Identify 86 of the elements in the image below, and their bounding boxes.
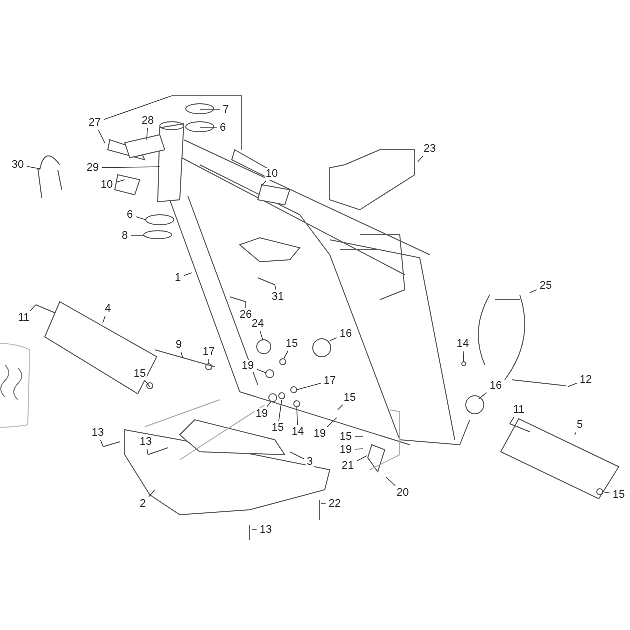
leader-line bbox=[208, 358, 210, 364]
callout-number: 15 bbox=[284, 338, 300, 350]
leader-line bbox=[478, 392, 488, 400]
leader-line bbox=[26, 166, 40, 170]
leader-line bbox=[274, 284, 277, 290]
callout-number: 10 bbox=[100, 179, 114, 191]
callout-number: 11 bbox=[17, 312, 31, 324]
callout-number: 16 bbox=[488, 380, 504, 392]
leader-line bbox=[296, 383, 322, 390]
leader-line bbox=[530, 290, 538, 294]
leader-line bbox=[30, 304, 36, 312]
leader-line bbox=[290, 452, 304, 460]
leader-line bbox=[284, 350, 289, 360]
leader-line bbox=[102, 316, 106, 324]
callout-number: 19 bbox=[254, 408, 270, 420]
leader-line bbox=[296, 406, 298, 426]
callout-number: 6 bbox=[218, 122, 228, 134]
callout-number: 22 bbox=[328, 498, 342, 510]
callout-number: 13 bbox=[90, 427, 106, 439]
callout-number: 5 bbox=[576, 419, 584, 431]
callout-number: 15 bbox=[338, 431, 354, 443]
leader-line bbox=[144, 380, 150, 388]
leader-line bbox=[386, 476, 396, 486]
leader-line bbox=[510, 416, 515, 424]
leader-line bbox=[146, 448, 148, 454]
leader-line bbox=[354, 448, 364, 450]
callout-number: 20 bbox=[396, 487, 410, 499]
callout-number: 29 bbox=[86, 162, 100, 174]
leader-line bbox=[327, 418, 338, 428]
leader-line bbox=[463, 350, 464, 362]
leader-line bbox=[148, 490, 156, 498]
callout-number: 31 bbox=[270, 291, 286, 303]
callout-number: 3 bbox=[306, 456, 314, 468]
leader-line bbox=[574, 432, 577, 436]
leader-line bbox=[136, 216, 146, 220]
callout-number: 25 bbox=[538, 280, 554, 292]
leader-line bbox=[262, 180, 267, 186]
callout-number: 17 bbox=[202, 346, 216, 358]
leader-line bbox=[602, 492, 610, 494]
callout-number: 17 bbox=[322, 375, 338, 387]
callout-number: 14 bbox=[290, 426, 306, 438]
callout-number: 15 bbox=[612, 489, 626, 501]
leader-line bbox=[116, 180, 126, 183]
callout-number: 26 bbox=[238, 309, 254, 321]
leader-line bbox=[338, 404, 344, 410]
callout-number: 8 bbox=[120, 230, 130, 242]
callout-number: 24 bbox=[250, 318, 266, 330]
callout-number: 2 bbox=[138, 498, 148, 510]
leader-line bbox=[354, 436, 364, 438]
callout-number: 12 bbox=[578, 374, 594, 386]
leader-line bbox=[278, 400, 282, 422]
leader-line bbox=[256, 369, 266, 374]
leader-line bbox=[100, 440, 104, 446]
leader-line bbox=[418, 156, 424, 162]
leader-line bbox=[180, 352, 184, 358]
callout-number: 13 bbox=[138, 436, 154, 448]
callout-number: 19 bbox=[240, 360, 256, 372]
leader-line bbox=[266, 402, 272, 408]
callout-number: 6 bbox=[126, 209, 134, 221]
leader-line bbox=[98, 96, 242, 150]
leader-line bbox=[184, 272, 192, 276]
callout-number: 27 bbox=[88, 117, 102, 129]
callout-number: 15 bbox=[132, 368, 148, 380]
leader-line bbox=[568, 383, 578, 388]
callout-number: 21 bbox=[340, 460, 356, 472]
leader-line bbox=[260, 330, 264, 340]
callout-number: 13 bbox=[258, 524, 274, 536]
leader-line bbox=[356, 456, 368, 462]
callout-number: 19 bbox=[312, 428, 328, 440]
leader-line bbox=[102, 166, 160, 168]
callout-number: 14 bbox=[456, 338, 470, 350]
callout-number: 30 bbox=[10, 159, 26, 171]
callout-number: 19 bbox=[338, 444, 354, 456]
callout-number: 23 bbox=[422, 143, 438, 155]
leader-line bbox=[330, 338, 338, 342]
leader-line bbox=[146, 128, 148, 140]
callout-number: 15 bbox=[270, 422, 286, 434]
callout-number: 4 bbox=[104, 303, 112, 315]
callout-number: 7 bbox=[222, 104, 230, 116]
callout-number: 11 bbox=[512, 404, 526, 416]
callout-number: 10 bbox=[264, 168, 280, 180]
callout-number: 28 bbox=[140, 115, 156, 127]
callout-number: 15 bbox=[342, 392, 358, 404]
callout-number: 1 bbox=[174, 272, 182, 284]
callout-number: 9 bbox=[174, 339, 184, 351]
callout-number: 16 bbox=[338, 328, 354, 340]
